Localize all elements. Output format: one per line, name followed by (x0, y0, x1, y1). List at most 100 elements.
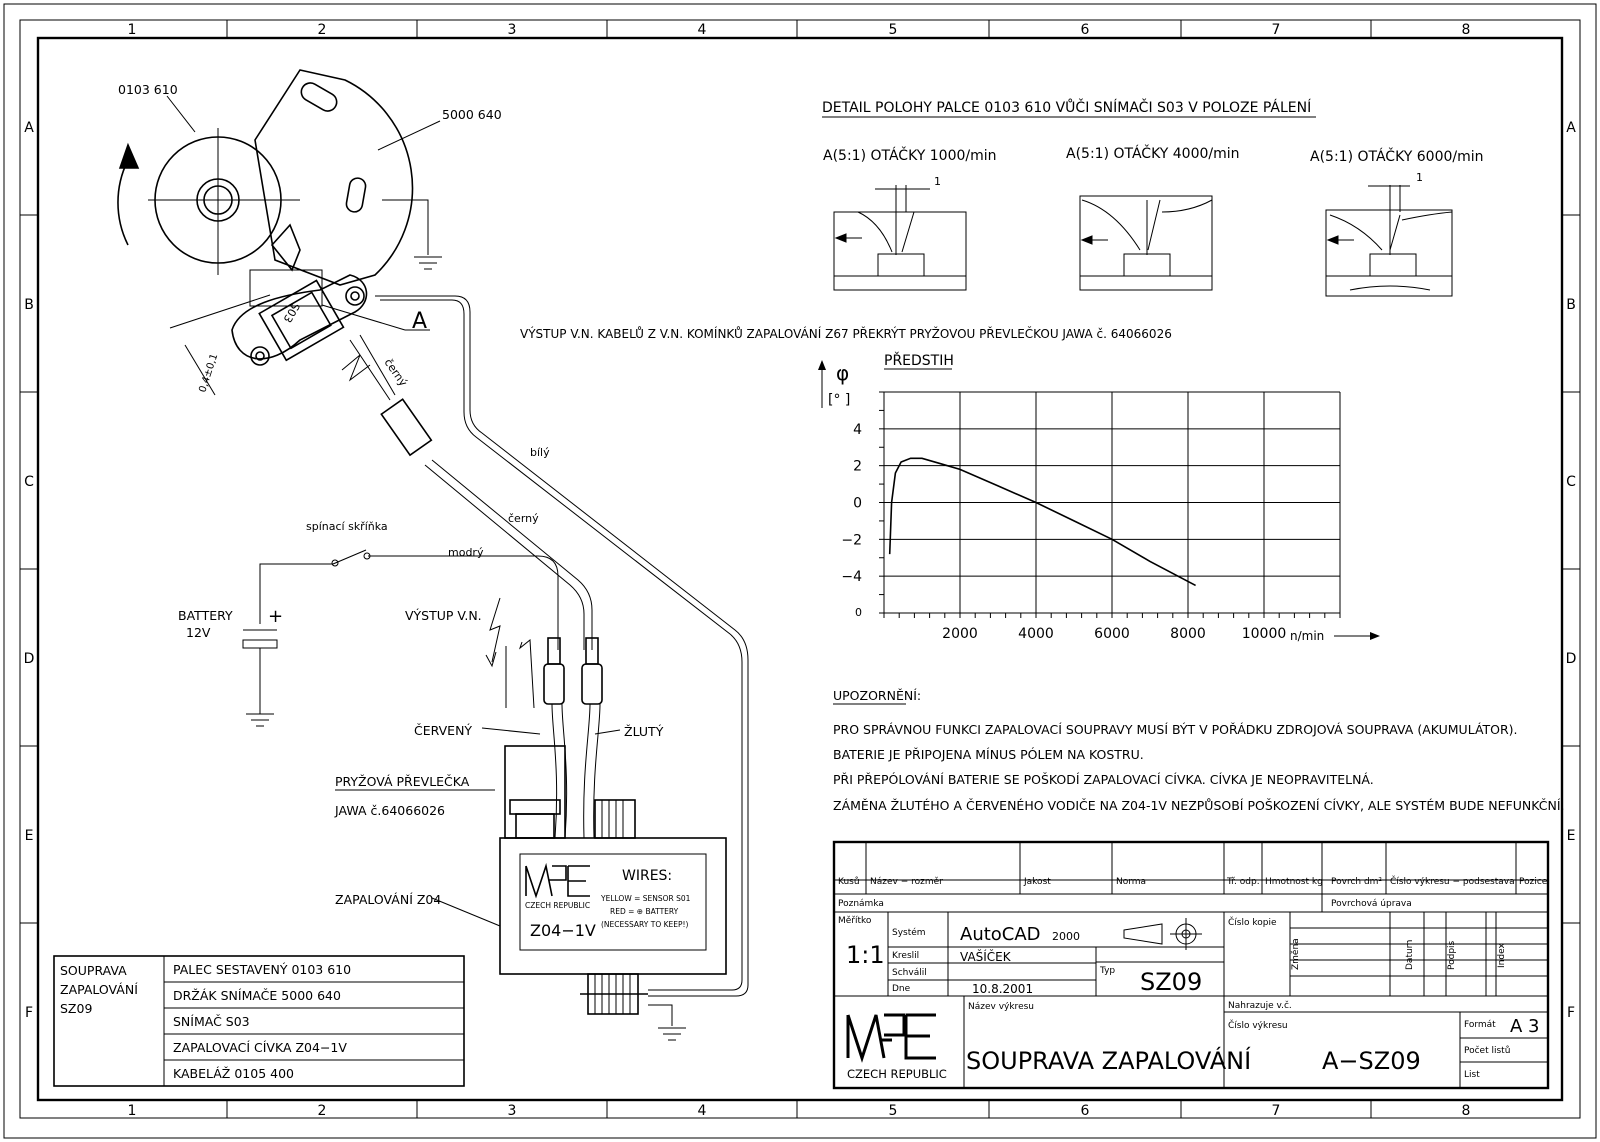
warnings: UPOZORNĚNÍ: PRO SPRÁVNOU FUNKCI ZAPALOVA… (833, 688, 1564, 813)
label-vystup: VÝSTUP V.N. (405, 608, 482, 623)
label-zluty: ŽLUTÝ (624, 724, 664, 739)
coil-label-red: RED = ⊕ BATTERY (610, 907, 679, 916)
parts-item-1: PALEC SESTAVENÝ 0103 610 (173, 962, 351, 977)
detail-view-3 (1325, 185, 1453, 297)
row-label-left-c: C (24, 474, 34, 490)
tb-system: AutoCAD (960, 924, 1041, 945)
col-label-bottom-2: 2 (318, 1103, 327, 1119)
parts-item-4: ZAPALOVACÍ CÍVKA Z04−1V (173, 1040, 347, 1055)
chart-x-tick-label: 10000 (1242, 626, 1287, 642)
parts-item-3: SNÍMAČ S03 (173, 1014, 250, 1029)
coil-label-wires: WIRES: (622, 868, 672, 884)
col-label-bottom-8: 8 (1462, 1103, 1471, 1119)
chart-y-tick-label: 4 (853, 422, 862, 438)
tb-meritko-label: Měřítko (838, 916, 872, 926)
chart-ylabel: φ (836, 361, 849, 385)
label-battery-v: 12V (186, 625, 211, 640)
tb-header-jakost: Jakost (1023, 877, 1051, 887)
chart-y-tick-label: −2 (841, 532, 862, 548)
tb-header-norma: Norma (1116, 877, 1146, 887)
note-top: VÝSTUP V.N. KABELŮ Z V.N. KOMÍNKŮ ZAPALO… (520, 326, 1172, 341)
coil-label-model: Z04−1V (530, 921, 596, 940)
col-label-top-6: 6 (1081, 22, 1090, 38)
tb-schvalil-label: Schválil (892, 968, 927, 978)
tb-typ: SZ09 (1140, 968, 1202, 996)
tb-podpis: Podpis (1447, 940, 1457, 970)
tb-poznamka: Poznámka (838, 899, 884, 909)
label-detail-ref: A (412, 309, 427, 334)
wiring (242, 295, 749, 1041)
label-cerveny: ČERVENÝ (414, 723, 472, 738)
warning-line-1: PRO SPRÁVNOU FUNKCI ZAPALOVACÍ SOUPRAVY … (833, 722, 1518, 737)
tb-nazev: SOUPRAVA ZAPALOVÁNÍ (966, 1046, 1251, 1075)
label-zapalovani: ZAPALOVÁNÍ Z04 (335, 892, 441, 907)
chart-y-tick-label: −4 (841, 569, 862, 585)
col-label-bottom-3: 3 (508, 1103, 517, 1119)
parts-set-line-1: SOUPRAVA (60, 963, 127, 978)
coil-vape-logo (525, 862, 590, 899)
tb-dne: 10.8.2001 (972, 982, 1033, 996)
detail-section: DETAIL POLOHY PALCE 0103 610 VŮČI SNÍMAČ… (822, 98, 1484, 297)
parts-set-line-3: SZ09 (60, 1001, 92, 1016)
tb-povrchova: Povrchová úprava (1331, 899, 1412, 909)
tb-nazev-label: Název výkresu (968, 1002, 1034, 1012)
detail-view-2 (1079, 195, 1213, 291)
col-label-bottom-6: 6 (1081, 1103, 1090, 1119)
tb-header-nazev: Název − rozměr (870, 877, 943, 887)
coil-label: CZECH REPUBLIC WIRES: YELLOW = SENSOR S0… (525, 868, 691, 940)
tb-header-cislo-podsestava: Číslo výkresu − podsestava (1390, 875, 1515, 887)
tb-format: A 3 (1510, 1016, 1540, 1037)
chart-title: PŘEDSTIH (884, 352, 954, 369)
col-label-top-1: 1 (128, 22, 137, 38)
label-sensor: S03 (281, 300, 303, 325)
tb-format-label: Formát (1464, 1020, 1496, 1030)
parts-set-line-2: ZAPALOVÁNÍ (60, 982, 138, 997)
col-label-bottom-4: 4 (698, 1103, 707, 1119)
advance-curve-line (888, 457, 1196, 587)
warning-line-4: ZÁMĚNA ŽLUTÉHO A ČERVENÉHO VODIČE NA Z04… (833, 798, 1564, 813)
tb-kreslil-label: Kreslil (892, 951, 919, 961)
parts-item-2: DRŽÁK SNÍMAČE 5000 640 (173, 988, 341, 1003)
tb-cislo: A−SZ09 (1322, 1047, 1421, 1075)
tb-index: Index (1497, 943, 1507, 968)
label-plus: + (268, 606, 283, 627)
ignition-coil (499, 637, 727, 1015)
detail-view-1-dim: 1 (934, 175, 941, 188)
tb-cislo-kopie: Číslo kopie (1228, 916, 1277, 928)
label-palec: 0103 610 (118, 82, 178, 97)
col-label-top-4: 4 (698, 22, 707, 38)
tb-kreslil: VAŠÍČEK (960, 949, 1012, 964)
label-spinaci: spínací skříňka (306, 520, 388, 533)
tb-list: List (1464, 1070, 1480, 1080)
tb-nahrazuje: Nahrazuje v.č. (1228, 1000, 1292, 1011)
col-label-bottom-5: 5 (889, 1103, 898, 1119)
col-label-top-5: 5 (889, 22, 898, 38)
row-label-right-e: E (1567, 828, 1576, 844)
diagram-labels: 0103 610 5000 640 A 0,4±0,1 S03 černý bí… (118, 82, 664, 907)
warning-line-3: PŘI PŘEPÓLOVÁNÍ BATERIE SE POŠKODÍ ZAPAL… (833, 772, 1374, 787)
row-label-right-a: A (1566, 120, 1576, 136)
tb-header-kusu: Kusů (838, 876, 860, 887)
col-label-top-2: 2 (318, 22, 327, 38)
detail-title: DETAIL POLOHY PALCE 0103 610 VŮČI SNÍMAČ… (822, 98, 1311, 116)
row-label-right-f: F (1567, 1005, 1575, 1021)
row-label-left-e: E (25, 828, 34, 844)
chart-x-tick-label: 2000 (942, 626, 978, 642)
label-gap: 0,4±0,1 (197, 352, 220, 394)
col-label-top-3: 3 (508, 22, 517, 38)
label-cerny-2: černý (508, 512, 539, 525)
sensor-assembly (117, 69, 442, 457)
tb-datum: Datum (1405, 940, 1415, 970)
col-label-top-7: 7 (1272, 22, 1281, 38)
label-battery: BATTERY (178, 608, 233, 623)
tb-pocet: Počet listů (1464, 1045, 1510, 1056)
tb-meritko: 1:1 (846, 941, 885, 969)
chart-x-tick-label: 6000 (1094, 626, 1130, 642)
label-prevlecka: PRYŽOVÁ PŘEVLEČKA (335, 774, 470, 789)
chart-y-tick-label: 0 (855, 606, 862, 619)
warnings-heading: UPOZORNĚNÍ: (833, 688, 921, 703)
row-label-right-c: C (1566, 474, 1576, 490)
coil-label-keep: (NECESSARY TO KEEP!) (601, 920, 689, 929)
row-label-left-a: A (24, 120, 34, 136)
